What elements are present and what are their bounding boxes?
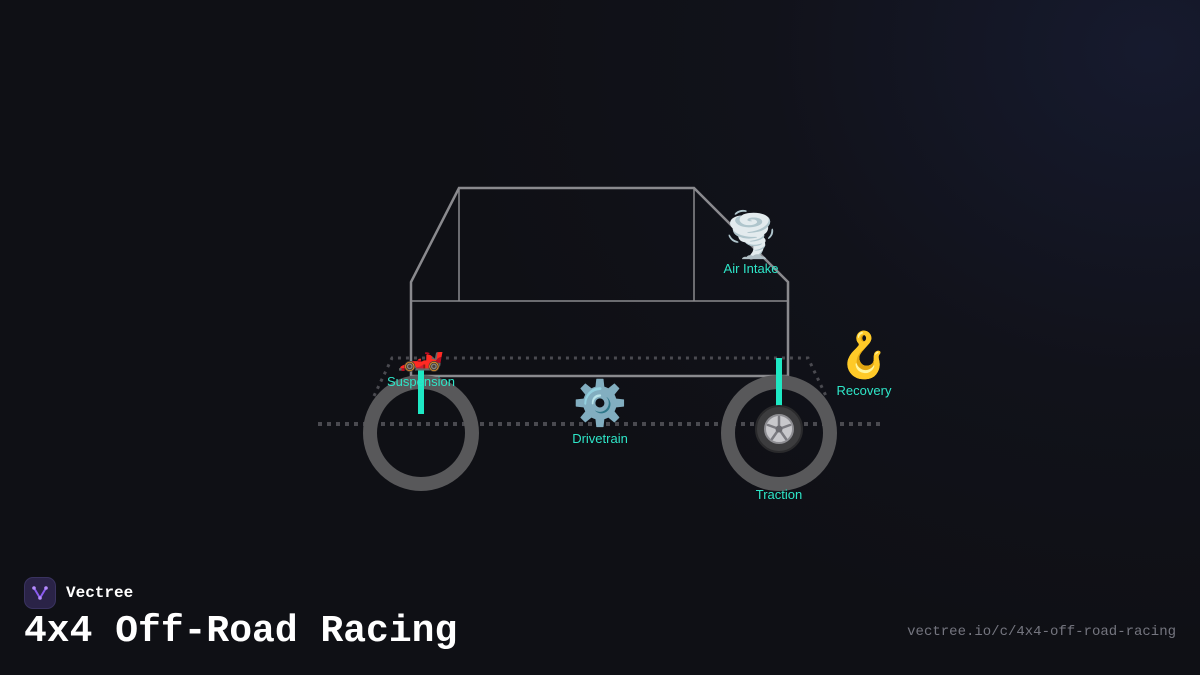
- brand: Vectree: [24, 577, 133, 609]
- wheel-icon: [755, 405, 803, 453]
- node-traction[interactable]: Traction: [755, 405, 803, 502]
- brand-name: Vectree: [66, 584, 134, 602]
- node-suspension[interactable]: 🏎️ Suspension: [387, 329, 455, 389]
- race-car-icon: 🏎️: [397, 329, 444, 373]
- front-suspension-strut: [418, 362, 424, 414]
- node-air-intake[interactable]: 🌪️ Air Intake: [724, 208, 779, 276]
- rear-suspension-strut: [776, 358, 782, 406]
- node-drivetrain[interactable]: ⚙️ Drivetrain: [572, 378, 628, 446]
- node-label-air-intake: Air Intake: [724, 261, 779, 276]
- gear-icon: ⚙️: [573, 378, 628, 429]
- tornado-icon: 🌪️: [724, 208, 779, 261]
- page-title: 4x4 Off-Road Racing: [24, 610, 458, 653]
- node-label-recovery: Recovery: [837, 383, 892, 398]
- node-label-suspension: Suspension: [387, 374, 455, 389]
- node-label-traction: Traction: [756, 487, 802, 502]
- hook-icon: 🪝: [837, 330, 892, 381]
- chassis-dotted-frame: [372, 356, 828, 397]
- node-label-drivetrain: Drivetrain: [572, 431, 628, 446]
- page-url[interactable]: vectree.io/c/4x4-off-road-racing: [907, 624, 1176, 640]
- node-recovery[interactable]: 🪝 Recovery: [837, 330, 892, 398]
- vectree-logo-icon: [24, 577, 56, 609]
